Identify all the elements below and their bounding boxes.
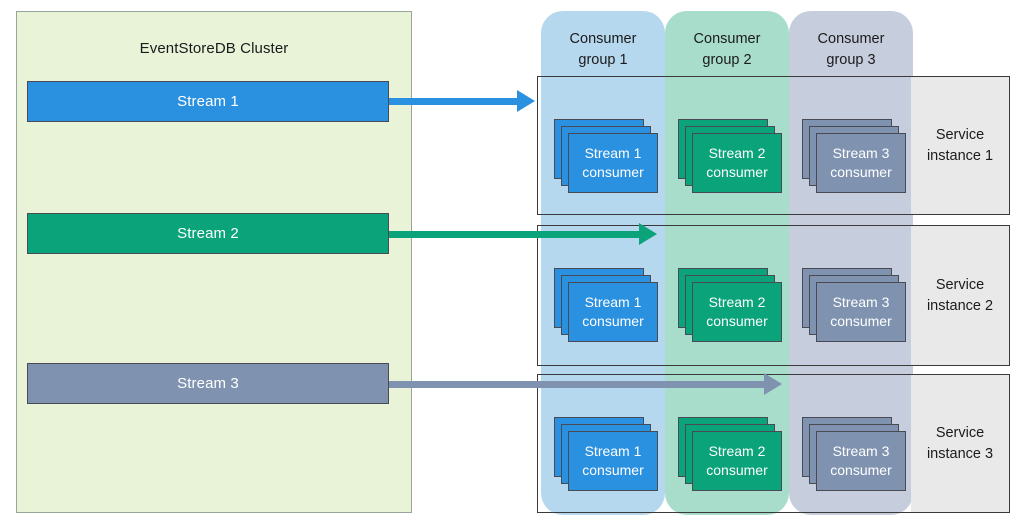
consumer-card-line1: Stream 3 (832, 294, 890, 310)
consumer-group-3-title-line2: group 3 (826, 52, 876, 68)
stream-2-arrow-shaft (389, 230, 644, 238)
stream-bar-1[interactable]: Stream 1 (27, 81, 389, 122)
consumer-card-front[interactable]: Stream 3 consumer (816, 282, 906, 342)
stream-2-arrow-head (639, 223, 657, 245)
service-instance-2-row: Service instance 2 (537, 225, 1010, 366)
consumer-card-line2: consumer (830, 462, 892, 478)
consumer-stack-g1-instance1[interactable]: Stream 1 consumer (554, 119, 658, 193)
service-instance-1-panel (911, 77, 1009, 214)
consumer-group-3-title-line1: Consumer (817, 31, 885, 47)
stream-1-arrow-shaft (389, 97, 522, 105)
consumer-card-front[interactable]: Stream 2 consumer (692, 282, 782, 342)
consumer-group-2-title-line2: group 2 (702, 52, 752, 68)
stream-bar-1-label: Stream 1 (177, 93, 239, 110)
consumer-card-line2: consumer (830, 313, 892, 329)
consumer-group-3-title: Consumer group 3 (789, 29, 913, 71)
service-instance-1-line2: instance 1 (926, 147, 994, 164)
consumer-card-line1: Stream 1 (584, 145, 642, 161)
consumer-card-line1: Stream 2 (708, 443, 766, 459)
consumer-card-line2: consumer (706, 313, 768, 329)
consumer-card-front[interactable]: Stream 2 consumer (692, 431, 782, 491)
consumer-card-front[interactable]: Stream 1 consumer (568, 431, 658, 491)
consumer-card-front[interactable]: Stream 1 consumer (568, 133, 658, 193)
consumer-card-line2: consumer (706, 164, 768, 180)
consumer-card-line2: consumer (582, 313, 644, 329)
consumer-card-line2: consumer (706, 462, 768, 478)
consumer-card-line1: Stream 1 (584, 443, 642, 459)
consumer-group-1-title-line2: group 1 (578, 52, 628, 68)
consumer-stack-g2-instance2[interactable]: Stream 2 consumer (678, 268, 782, 342)
service-instance-1-line1: Service (935, 126, 985, 143)
consumer-card-line1: Stream 1 (584, 294, 642, 310)
service-instance-2-line2: instance 2 (926, 297, 994, 314)
consumer-card-front[interactable]: Stream 3 consumer (816, 431, 906, 491)
stream-3-arrow-head (764, 373, 782, 395)
consumer-card-front[interactable]: Stream 2 consumer (692, 133, 782, 193)
consumer-stack-g1-instance3[interactable]: Stream 1 consumer (554, 417, 658, 491)
stream-bar-3-label: Stream 3 (177, 375, 239, 392)
consumer-card-line1: Stream 3 (832, 443, 890, 459)
consumer-card-line1: Stream 2 (708, 145, 766, 161)
consumer-stack-g2-instance1[interactable]: Stream 2 consumer (678, 119, 782, 193)
stream-bar-2-label: Stream 2 (177, 225, 239, 242)
consumer-stack-g2-instance3[interactable]: Stream 2 consumer (678, 417, 782, 491)
consumer-card-line2: consumer (582, 462, 644, 478)
consumer-stack-g3-instance2[interactable]: Stream 3 consumer (802, 268, 906, 342)
consumer-card-line1: Stream 3 (832, 145, 890, 161)
cluster-title: EventStoreDB Cluster (139, 40, 289, 57)
service-instance-3-panel (911, 375, 1009, 512)
consumer-stack-g3-instance3[interactable]: Stream 3 consumer (802, 417, 906, 491)
consumer-card-line2: consumer (830, 164, 892, 180)
consumer-group-1-title-line1: Consumer (569, 31, 637, 47)
consumer-group-1-title: Consumer group 1 (541, 29, 665, 71)
consumer-group-2-title: Consumer group 2 (665, 29, 789, 71)
consumer-card-front[interactable]: Stream 3 consumer (816, 133, 906, 193)
service-instance-2-line1: Service (935, 276, 985, 293)
service-instance-1-row: Service instance 1 (537, 76, 1010, 215)
service-instance-2-label: Service instance 2 (911, 226, 1009, 365)
stream-1-arrow-head (517, 90, 535, 112)
service-instance-3-line2: instance 3 (926, 445, 994, 462)
service-instance-2-panel (911, 226, 1009, 365)
consumer-group-2-title-line1: Consumer (693, 31, 761, 47)
service-instance-3-label: Service instance 3 (911, 375, 1009, 512)
consumer-stack-g3-instance1[interactable]: Stream 3 consumer (802, 119, 906, 193)
consumer-card-line1: Stream 2 (708, 294, 766, 310)
stream-bar-3[interactable]: Stream 3 (27, 363, 389, 404)
consumer-stack-g1-instance2[interactable]: Stream 1 consumer (554, 268, 658, 342)
service-instance-3-row: Service instance 3 (537, 374, 1010, 513)
service-instance-1-label: Service instance 1 (911, 77, 1009, 214)
consumer-card-line2: consumer (582, 164, 644, 180)
consumer-card-front[interactable]: Stream 1 consumer (568, 282, 658, 342)
service-instance-3-line1: Service (935, 424, 985, 441)
stream-bar-2[interactable]: Stream 2 (27, 213, 389, 254)
stream-3-arrow-shaft (389, 380, 769, 388)
